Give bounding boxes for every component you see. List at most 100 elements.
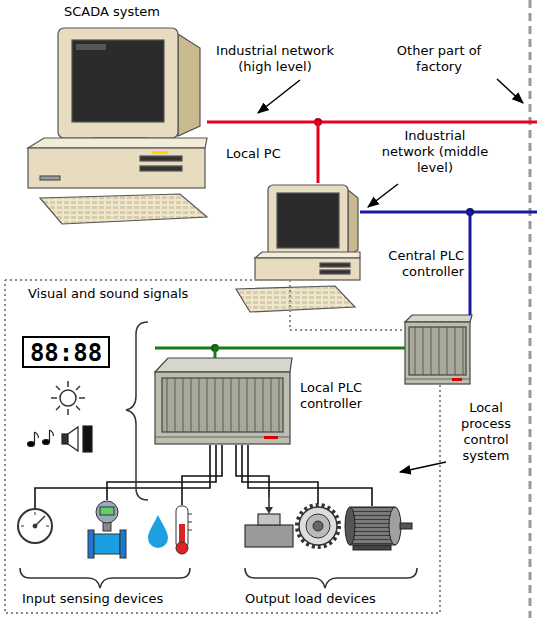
local-plc-rack — [155, 358, 292, 444]
group-label: Input sensing devices — [22, 591, 212, 607]
lamp-symbol — [67, 409, 69, 415]
region-outline — [5, 280, 440, 613]
electric-motor — [353, 545, 391, 550]
boundary-label: Other part of factory — [383, 43, 495, 75]
flow-meter — [96, 501, 118, 523]
signal-brace — [20, 568, 190, 588]
pressure-gauge — [33, 524, 37, 528]
scada-computer-drawing — [28, 28, 207, 224]
local-plc-rack — [155, 358, 292, 372]
local-pc-drawing — [255, 252, 360, 258]
scada-computer-drawing — [58, 28, 178, 138]
local-plc-rack — [264, 436, 278, 439]
lamp-symbol — [51, 381, 85, 415]
lamp-symbol — [76, 406, 80, 410]
valve-actuator — [268, 497, 270, 508]
temperature-sensor — [188, 514, 192, 515]
scada-computer-drawing — [72, 40, 164, 122]
device-wire — [248, 445, 372, 506]
temperature-sensor — [148, 515, 168, 548]
sound-symbol — [43, 440, 50, 445]
process-region: Local process control systemLocal PLC co… — [5, 280, 440, 613]
central-plc-rack — [405, 315, 472, 384]
lamp-symbol — [56, 406, 60, 410]
rotary-disk — [297, 505, 339, 547]
flow-meter — [100, 507, 114, 515]
local-pc-drawing — [268, 185, 348, 257]
region-outline — [5, 280, 440, 613]
computer-node: Local PC — [238, 183, 360, 313]
network-connector — [207, 122, 318, 183]
electric-motor — [400, 523, 412, 529]
pressure-gauge — [21, 526, 24, 527]
lamp-symbol — [51, 397, 57, 399]
valve-actuator — [245, 497, 293, 547]
device-wire — [236, 445, 269, 497]
lamp-symbol — [60, 390, 76, 406]
scada-computer-drawing — [28, 148, 205, 188]
device-wire — [182, 445, 222, 505]
boundary-label: Other part of factory — [383, 43, 495, 75]
central-plc-rack — [452, 378, 462, 381]
sound-symbol — [83, 426, 92, 452]
scada-computer-drawing — [76, 44, 106, 50]
scada-computer-drawing — [28, 138, 207, 148]
network-label: Industrial network (middle level) — [378, 128, 492, 176]
flow-meter — [94, 534, 120, 554]
local-pc-drawing — [320, 270, 350, 274]
leader-arrow — [258, 80, 300, 113]
node-label: Central PLC controller — [388, 248, 464, 280]
network-line-extension — [470, 211, 537, 214]
leader-arrow — [497, 79, 523, 103]
node-label: Local PLC controller — [300, 380, 388, 412]
sound-symbol — [28, 442, 35, 447]
scada-computer-drawing — [40, 194, 207, 224]
pressure-gauge — [18, 509, 52, 543]
temperature-sensor — [188, 522, 192, 523]
sound-symbol — [35, 432, 39, 438]
node-label: Local process control system — [450, 400, 522, 464]
electric-motor — [350, 507, 395, 545]
valve-actuator — [245, 525, 293, 547]
local-plc-rack — [162, 378, 283, 432]
central-plc-rack — [405, 315, 472, 322]
group-label: Visual and sound signals — [28, 286, 233, 302]
network-label: Industrial network (high level) — [200, 43, 350, 75]
electric-motor — [345, 507, 412, 550]
group-label: Output load devices — [245, 591, 425, 607]
factory-boundary — [529, 0, 532, 618]
central-plc-rack — [405, 322, 470, 384]
rotary-disk — [297, 505, 339, 547]
network-line-extension — [155, 347, 215, 350]
scada-computer-drawing — [178, 34, 200, 136]
rotary-disk — [306, 514, 330, 538]
temperature-sensor — [188, 530, 192, 531]
leader-arrow — [368, 184, 398, 207]
lamp-symbol — [76, 386, 80, 390]
sound-symbol — [34, 432, 35, 444]
local-pc-drawing — [277, 193, 339, 248]
scada-computer-drawing — [140, 166, 182, 171]
lamp-symbol — [56, 386, 60, 390]
local-pc-drawing — [236, 286, 355, 312]
signal-brace — [245, 568, 417, 588]
local-pc-drawing — [236, 185, 360, 312]
pressure-gauge — [35, 512, 36, 515]
node-label: Local PC — [226, 146, 298, 162]
local-pc-drawing — [348, 190, 358, 255]
network-line-extension — [155, 118, 537, 352]
group-label: Output load devices — [245, 591, 425, 607]
network-label: Industrial network (high level) — [200, 43, 350, 75]
scada-computer-drawing — [40, 176, 60, 180]
temperature-sensor — [176, 542, 188, 554]
rotary-disk — [313, 521, 323, 531]
pressure-gauge — [18, 509, 52, 543]
lamp-symbol — [67, 381, 69, 387]
network-connector — [360, 212, 470, 315]
network-line-extension — [318, 121, 537, 124]
device-wire — [35, 445, 372, 508]
